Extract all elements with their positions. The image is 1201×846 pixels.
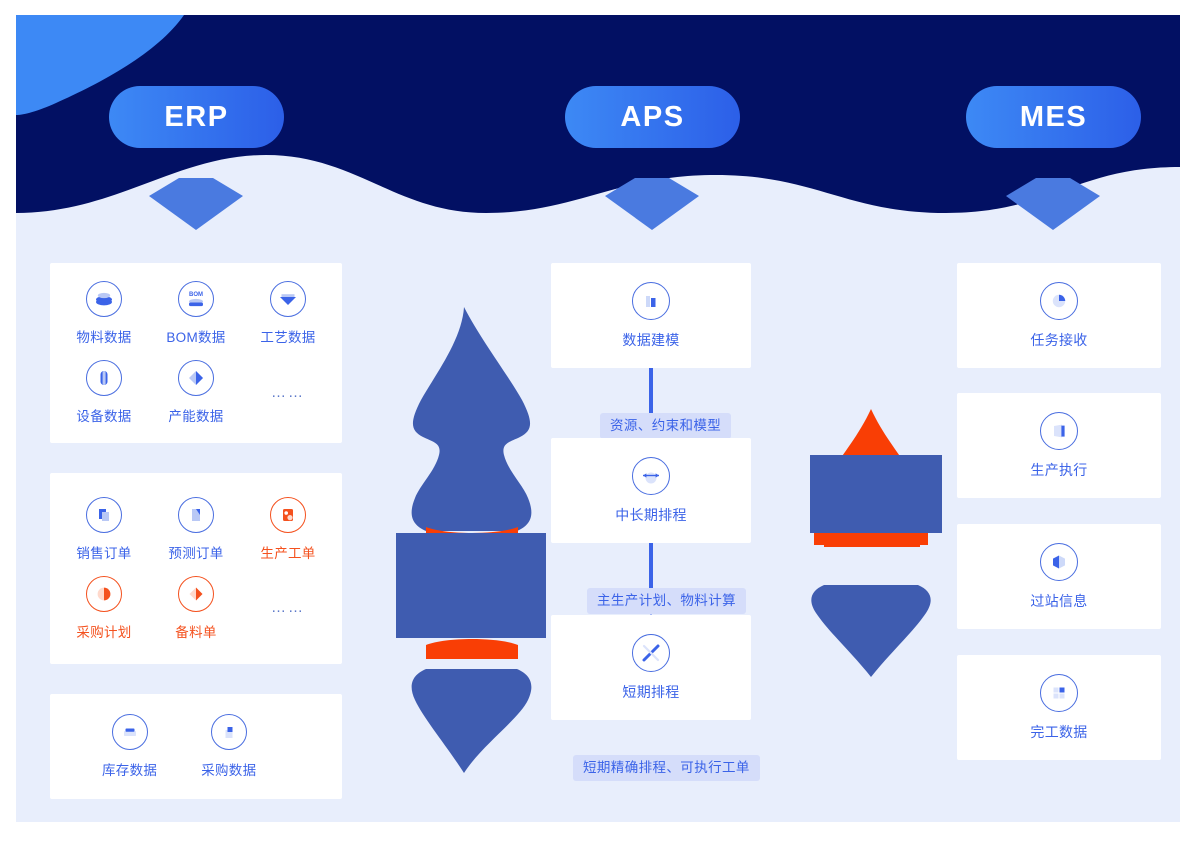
list-item-label: 工艺数据 bbox=[260, 330, 316, 345]
material-prep-icon bbox=[178, 575, 214, 612]
bom-data-icon: BOM bbox=[178, 281, 214, 317]
list-item-label: 采购数据 bbox=[201, 763, 257, 778]
list-item[interactable]: 备料单 bbox=[150, 575, 242, 641]
list-item-label: 生产工单 bbox=[260, 545, 316, 561]
list-item[interactable]: 设备数据 bbox=[58, 360, 150, 425]
pill-erp[interactable]: ERP bbox=[109, 86, 284, 148]
list-item-label: 物料数据 bbox=[76, 330, 132, 345]
material-data-icon bbox=[86, 281, 122, 317]
flow-badge-1: 资源、约束和模型 bbox=[600, 413, 732, 439]
list-item[interactable]: 产能数据 bbox=[150, 360, 242, 425]
mes-card-station-pass: 过站信息 bbox=[957, 524, 1161, 629]
flow-connector-2 bbox=[649, 543, 653, 605]
list-item[interactable]: 生产工单 bbox=[242, 496, 334, 562]
svg-text:BOM: BOM bbox=[189, 292, 203, 298]
aps-step-label: 数据建模 bbox=[622, 331, 680, 348]
aps-step-label: 短期排程 bbox=[622, 683, 680, 700]
spacer bbox=[256, 714, 334, 779]
data-modeling-icon bbox=[632, 281, 670, 320]
production-workorder-icon bbox=[270, 496, 306, 533]
inventory-data-icon bbox=[111, 714, 148, 750]
purchase-plan-icon bbox=[86, 575, 122, 612]
list-item-label: 备料单 bbox=[175, 624, 217, 640]
list-item-label: 产能数据 bbox=[168, 409, 224, 424]
list-item-label: 采购计划 bbox=[76, 624, 132, 640]
pill-aps-label: APS bbox=[620, 100, 685, 133]
list-item-ellipsis: …… bbox=[242, 576, 334, 641]
purchase-data-icon bbox=[210, 714, 247, 750]
mes-item-label: 完工数据 bbox=[1030, 723, 1088, 740]
completion-data-icon bbox=[1040, 673, 1078, 712]
process-data-icon bbox=[270, 281, 306, 317]
mes-item-label: 生产执行 bbox=[1030, 461, 1088, 478]
midterm-scheduling-icon bbox=[632, 456, 670, 495]
list-item[interactable]: 销售订单 bbox=[58, 496, 150, 562]
aps-card-midterm-scheduling: 中长期排程 bbox=[551, 438, 751, 543]
aps-card-data-modeling: 数据建模 bbox=[551, 263, 751, 368]
aps-step-label: 中长期排程 bbox=[615, 506, 687, 523]
flow-connector-1 bbox=[649, 368, 653, 428]
ellipsis-icon: …… bbox=[271, 599, 305, 616]
pill-erp-label: ERP bbox=[164, 100, 229, 133]
hex-connector-mes bbox=[1006, 178, 1100, 230]
aps-card-shortterm-scheduling: 短期排程 bbox=[551, 615, 751, 720]
list-item-label: 预测订单 bbox=[168, 545, 224, 561]
hex-connector-erp bbox=[149, 178, 243, 230]
list-item[interactable]: BOM BOM数据 bbox=[150, 281, 242, 346]
forecast-order-icon bbox=[178, 496, 214, 533]
pill-mes-label: MES bbox=[1019, 100, 1088, 133]
mes-card-task-receive: 任务接收 bbox=[957, 263, 1161, 368]
mes-card-production-execution: 生产执行 bbox=[957, 393, 1161, 498]
hex-connector-aps bbox=[605, 178, 699, 230]
pill-aps[interactable]: APS bbox=[565, 86, 740, 148]
erp-card-inventory: 库存数据 采购数据 bbox=[50, 694, 342, 799]
task-receive-icon bbox=[1040, 281, 1078, 320]
erp-card-orders: 销售订单 预测订单 bbox=[50, 473, 342, 664]
list-item[interactable]: 预测订单 bbox=[150, 496, 242, 562]
mes-card-completion-data: 完工数据 bbox=[957, 655, 1161, 760]
flow-badge-3: 短期精确排程、可执行工单 bbox=[573, 755, 760, 781]
list-item[interactable]: 库存数据 bbox=[102, 714, 157, 779]
erp-card-master-data: 物料数据 BOM BOM数据 bbox=[50, 263, 342, 443]
station-pass-icon bbox=[1040, 542, 1078, 581]
list-item[interactable]: 工艺数据 bbox=[242, 281, 334, 346]
list-item-label: 库存数据 bbox=[102, 763, 158, 778]
list-item-label: BOM数据 bbox=[166, 330, 226, 345]
list-item[interactable]: 采购计划 bbox=[58, 575, 150, 641]
list-item[interactable]: 采购数据 bbox=[201, 714, 256, 779]
equipment-data-icon bbox=[86, 360, 122, 396]
flow-arrow-left bbox=[386, 295, 556, 795]
shortterm-scheduling-icon bbox=[632, 633, 670, 672]
main-panel: ERP APS MES bbox=[16, 15, 1180, 822]
flow-badge-2: 主生产计划、物料计算 bbox=[587, 588, 746, 614]
list-item-label: 销售订单 bbox=[76, 545, 132, 561]
production-execution-icon bbox=[1040, 411, 1078, 450]
list-item-label: 设备数据 bbox=[76, 409, 132, 424]
flow-arrow-right bbox=[788, 395, 968, 705]
ellipsis-icon: …… bbox=[271, 383, 305, 401]
sales-order-icon bbox=[86, 496, 122, 533]
list-item[interactable]: 物料数据 bbox=[58, 281, 150, 346]
mes-item-label: 任务接收 bbox=[1030, 331, 1088, 348]
list-item-ellipsis: …… bbox=[242, 360, 334, 425]
mes-item-label: 过站信息 bbox=[1030, 592, 1088, 609]
pill-mes[interactable]: MES bbox=[966, 86, 1141, 148]
capacity-data-icon bbox=[178, 360, 214, 396]
